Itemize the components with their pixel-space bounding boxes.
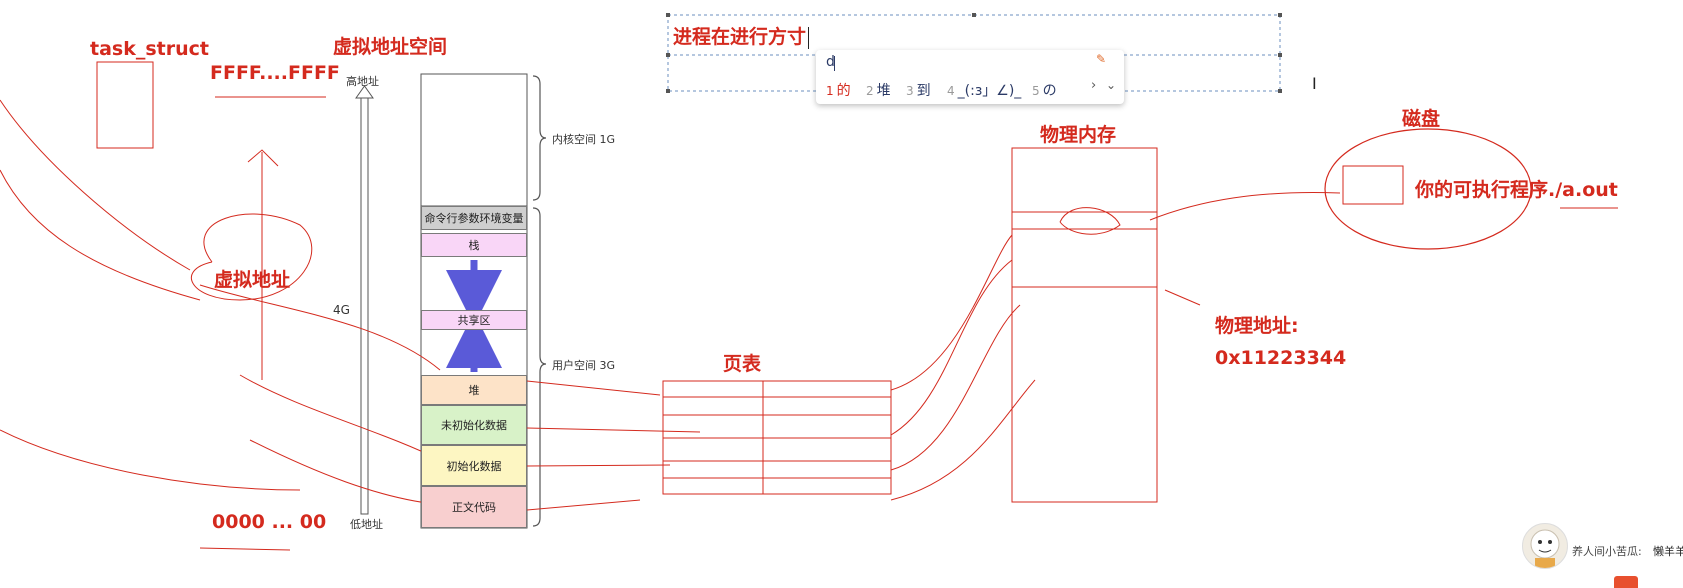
physical-address-title: 物理地址: <box>1215 315 1299 337</box>
low-address-label: 低地址 <box>350 518 383 531</box>
sheep-icon <box>1530 529 1560 568</box>
virtual-space-title: 虚拟地址空间 <box>333 36 448 58</box>
task-struct-box <box>96 61 154 149</box>
high-address-label: 高地址 <box>346 75 379 88</box>
segment-shared: 共享区 <box>421 310 527 330</box>
address-axis-arrow <box>355 85 374 515</box>
disk-file-box <box>1342 165 1404 205</box>
comment-user: 养人间小苦瓜: <box>1572 545 1642 558</box>
kernel-brace <box>532 75 547 201</box>
page-table-grid <box>662 380 892 495</box>
ime-candidate-4[interactable]: 4_(:з」∠)_ <box>947 83 1022 99</box>
ibeam-cursor-icon: I <box>1312 74 1317 93</box>
ime-next-page-icon[interactable]: › <box>1091 78 1097 93</box>
virtual-address-label: 虚拟地址 <box>214 269 291 291</box>
segment-bss: 未初始化数据 <box>421 405 527 445</box>
heading-input-text[interactable]: 进程在进行方寸 <box>673 22 810 49</box>
ime-typed-text: d <box>826 54 835 70</box>
text-cursor <box>808 26 810 49</box>
comment-text: 懒羊羊 <box>1653 545 1683 558</box>
ime-expand-icon[interactable]: ⌄ <box>1106 78 1117 92</box>
sheep-avatar <box>1522 523 1568 569</box>
ime-skin-icon[interactable]: ✎ <box>1096 52 1107 66</box>
physical-address-value: 0x11223344 <box>1215 347 1347 369</box>
page-table-label: 页表 <box>723 353 762 375</box>
segment-data: 初始化数据 <box>421 445 527 486</box>
zero-label: 0000 ... 00 <box>212 511 327 533</box>
app-badge-icon <box>1614 576 1638 588</box>
physical-memory-label: 物理内存 <box>1040 124 1117 146</box>
segment-env-args: 命令行参数环境变量 <box>421 206 527 230</box>
disk-label: 磁盘 <box>1402 108 1441 130</box>
comment-bubble: 养人间小苦瓜: 懒羊羊 <box>1560 520 1683 588</box>
user-brace <box>532 207 547 527</box>
ffff-label: FFFF....FFFF <box>210 62 340 84</box>
segment-text: 正文代码 <box>421 486 527 528</box>
physical-memory-box <box>1011 147 1158 503</box>
disk-ellipse <box>1324 128 1532 250</box>
hand-drawn-lines <box>0 96 1618 551</box>
size-4g-label: 4G <box>333 303 350 317</box>
task-struct-label: task_struct <box>90 38 209 60</box>
segment-stack: 栈 <box>421 233 527 257</box>
executable-label: 你的可执行程序./a.out <box>1415 179 1618 201</box>
kernel-space-box <box>420 73 528 207</box>
kernel-space-label: 内核空间 1G <box>552 133 616 146</box>
segment-heap: 堆 <box>421 375 527 405</box>
ime-typed-cursor <box>834 56 835 71</box>
user-space-label: 用户空间 3G <box>552 359 616 372</box>
